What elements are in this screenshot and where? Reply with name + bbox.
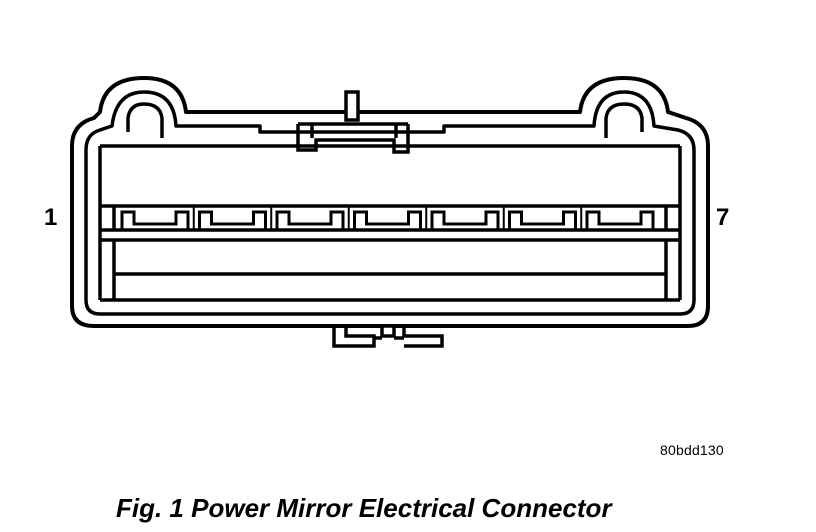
pin-1-label: 1 bbox=[44, 204, 58, 231]
lower-channels bbox=[100, 238, 680, 302]
cavity-body bbox=[98, 144, 682, 300]
terminal-cavity-2 bbox=[198, 210, 267, 230]
pin-7-label: 7 bbox=[716, 204, 730, 231]
right-latch-notch bbox=[604, 102, 644, 138]
left-latch-notch bbox=[126, 102, 164, 138]
terminal-cavity-1 bbox=[120, 210, 190, 230]
bottom-key-tab bbox=[332, 324, 444, 348]
terminal-cavity-5 bbox=[430, 210, 500, 230]
terminal-row bbox=[100, 204, 680, 232]
top-lock-tab bbox=[296, 90, 410, 154]
connector-housing-outer bbox=[70, 76, 710, 328]
figure-code: 80bdd130 bbox=[660, 442, 724, 458]
terminal-cavity-3 bbox=[275, 210, 345, 230]
terminal-cavity-7 bbox=[585, 210, 655, 230]
figure-caption: Fig. 1 Power Mirror Electrical Connector bbox=[116, 493, 612, 523]
terminal-cavity-6 bbox=[508, 210, 577, 230]
connector-housing-inner bbox=[84, 90, 696, 316]
terminal-cavity-4 bbox=[353, 210, 422, 230]
